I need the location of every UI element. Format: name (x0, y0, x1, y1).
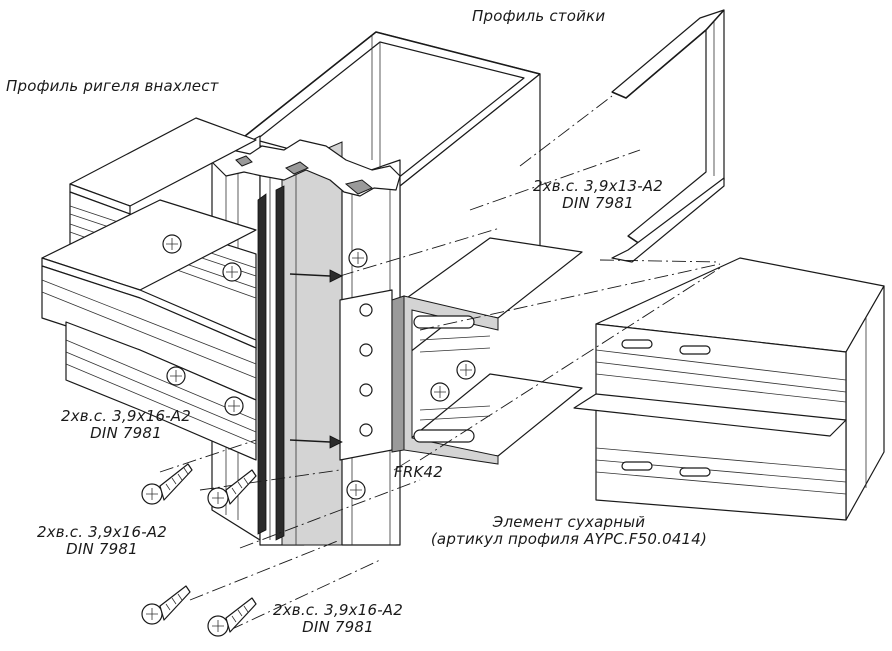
cover-cap (611, 9, 725, 263)
right-transom (573, 257, 885, 521)
gasket-leader (393, 459, 411, 471)
screw-spec-line1: 2хв.с. 3,9х16-А2 (36, 523, 168, 541)
screw-d (207, 597, 257, 637)
dry-element-label: Элемент сухарный (артикул профиля AYPC.F… (424, 514, 714, 548)
transom-profile-label: Профиль ригеля внахлест (6, 77, 219, 95)
screw-spec-line2: DIN 7981 (562, 194, 634, 212)
post-profile-label: Профиль стойки (472, 7, 606, 25)
screw-spec-left-lower: 2хв.с. 3,9х16-А2 DIN 7981 (32, 524, 172, 558)
screw-spec-line2: DIN 7981 (90, 424, 162, 442)
screw-a (141, 463, 193, 505)
insertion-arrows (289, 269, 343, 449)
screw-spec-line1: 2хв.с. 3,9х16-А2 (272, 601, 404, 619)
assembly-axes (159, 95, 721, 631)
transom-profile (41, 117, 257, 461)
screw-spec-left-upper: 2хв.с. 3,9х16-А2 DIN 7981 (56, 408, 196, 442)
screw-spec-line1: 2хв.с. 3,9х13-А2 (532, 177, 664, 195)
dry-element-article: (артикул профиля AYPC.F50.0414) (430, 530, 708, 548)
loose-screws (141, 463, 257, 637)
screw-spec-line2: DIN 7981 (302, 618, 374, 636)
screw-spec-bottom: 2хв.с. 3,9х16-А2 DIN 7981 (268, 602, 408, 636)
screw-spec-top-right: 2хв.с. 3,9х13-А2 DIN 7981 (528, 178, 668, 212)
gasket-code-label: FRK42 (394, 463, 443, 481)
screw-spec-line1: 2хв.с. 3,9х16-А2 (60, 407, 192, 425)
dry-element (391, 237, 583, 465)
screw-b (207, 469, 257, 509)
screw-c (141, 585, 191, 625)
screw-spec-line2: DIN 7981 (66, 540, 138, 558)
dry-element-name: Элемент сухарный (492, 513, 646, 531)
